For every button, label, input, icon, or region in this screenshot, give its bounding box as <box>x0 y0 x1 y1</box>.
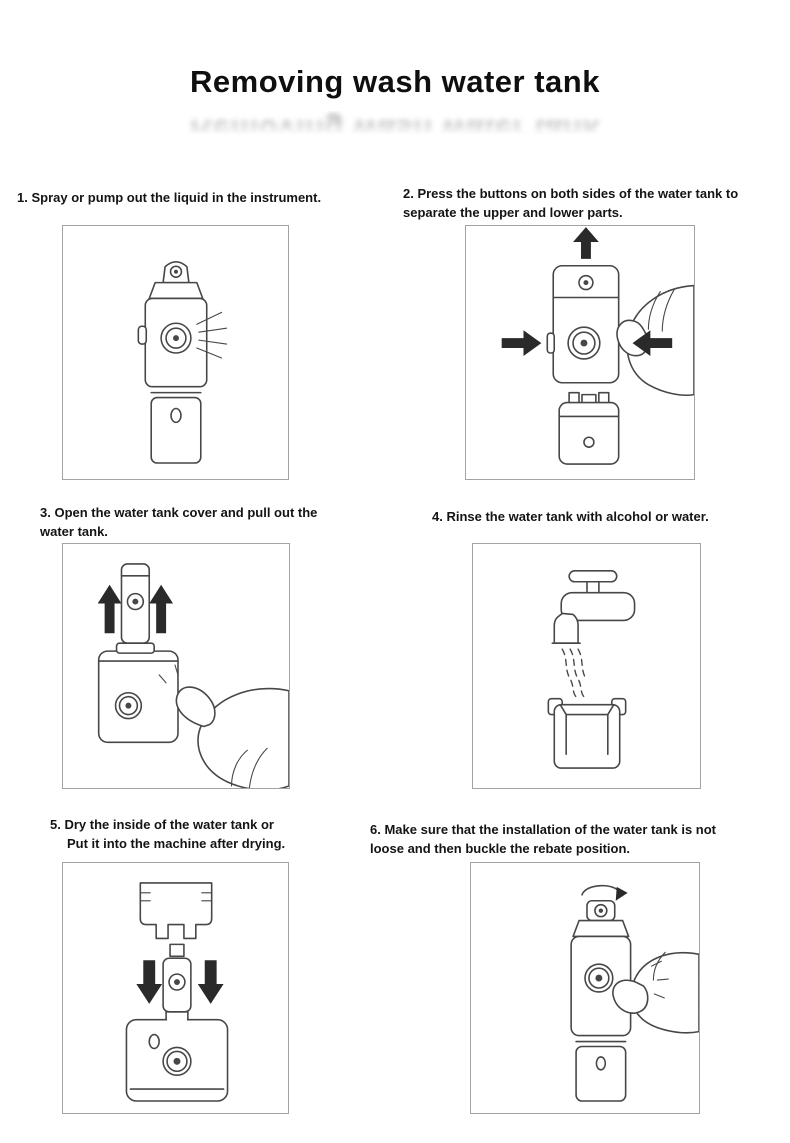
step-5-line-1: 5. Dry the inside of the water tank or <box>50 817 274 832</box>
step-1-line-1: 1. Spray or pump out the liquid in the i… <box>17 190 322 205</box>
right-arrow-icon <box>501 330 542 356</box>
power-button <box>567 326 601 360</box>
step-3-figure <box>62 543 290 789</box>
step-6-label: 6. Make sure that the installation of th… <box>370 820 782 858</box>
step-2-illustration <box>501 227 694 465</box>
down-arrow-left-icon <box>136 960 163 1004</box>
tank-cover <box>139 882 213 940</box>
step-4-label: 4. Rinse the water tank with alcohol or … <box>432 507 772 526</box>
step-3-line-1: 3. Open the water tank cover and pull ou… <box>40 505 318 520</box>
step-4-line-1: 4. Rinse the water tank with alcohol or … <box>432 509 709 524</box>
left-arrow-icon <box>632 330 673 356</box>
power-button <box>584 963 614 993</box>
down-arrow-right-icon <box>197 960 224 1004</box>
water-tank-open <box>547 697 627 769</box>
page-title-reflection: Removing wash water tank <box>190 114 600 135</box>
device <box>570 899 632 1102</box>
thumb <box>612 979 649 1014</box>
up-arrow-icon <box>573 227 599 259</box>
side-latch <box>137 325 148 345</box>
step-4-figure <box>472 543 701 789</box>
cartridge-flange <box>115 642 155 654</box>
base-button <box>162 1046 192 1077</box>
water-tank <box>150 396 202 464</box>
upper-unit <box>552 264 620 384</box>
device-upper-body <box>144 297 208 388</box>
step-6-figure <box>470 862 700 1114</box>
step-1-illustration <box>137 261 228 464</box>
step-2-line-1: 2. Press the buttons on both sides of th… <box>403 186 739 201</box>
step-6-illustration <box>570 884 699 1102</box>
spray-head <box>162 261 190 284</box>
device-cap <box>148 281 204 300</box>
up-arrow-right-icon <box>149 584 174 634</box>
step-3-illustration <box>97 563 289 788</box>
water-stream <box>561 648 587 698</box>
nozzle-hole <box>578 274 594 291</box>
step-5-line-2: Put it into the machine after drying. <box>67 836 286 851</box>
step-3-label: 3. Open the water tank cover and pull ou… <box>40 503 370 541</box>
step-1-label: 1. Spray or pump out the liquid in the i… <box>17 188 397 207</box>
step-5-figure <box>62 862 289 1114</box>
power-button <box>160 322 192 354</box>
faucet <box>551 570 636 644</box>
step-5-label: 5. Dry the inside of the water tank or P… <box>50 815 380 853</box>
hand <box>612 951 699 1034</box>
tank-window <box>170 407 182 424</box>
spray-lines <box>196 311 228 359</box>
step-6-line-1: 6. Make sure that the installation of th… <box>370 822 717 837</box>
rotate-arrow-icon <box>581 884 628 901</box>
motion-ticks <box>158 664 179 684</box>
motion-ticks <box>650 960 669 999</box>
step-6-line-2: loose and then buckle the rebate positio… <box>370 841 631 856</box>
step-3-line-2: water tank. <box>40 524 108 539</box>
left-side-button <box>546 332 556 354</box>
up-arrow-left-icon <box>97 584 122 634</box>
step-5-illustration <box>125 882 229 1102</box>
hand <box>158 664 289 788</box>
lower-tank <box>558 391 620 465</box>
machine-base <box>125 1010 229 1102</box>
page-title: Removing wash water tank <box>190 64 600 99</box>
step-1-figure <box>62 225 289 480</box>
step-4-illustration <box>547 570 636 769</box>
step-2-figure <box>465 225 695 480</box>
connector <box>169 943 185 958</box>
cartridge <box>162 957 192 1013</box>
tank-cartridge <box>115 563 155 654</box>
step-2-line-2: separate the upper and lower parts. <box>403 205 623 220</box>
water-tank-body <box>97 650 179 744</box>
thumb <box>175 686 216 728</box>
step-2-label: 2. Press the buttons on both sides of th… <box>403 184 781 222</box>
